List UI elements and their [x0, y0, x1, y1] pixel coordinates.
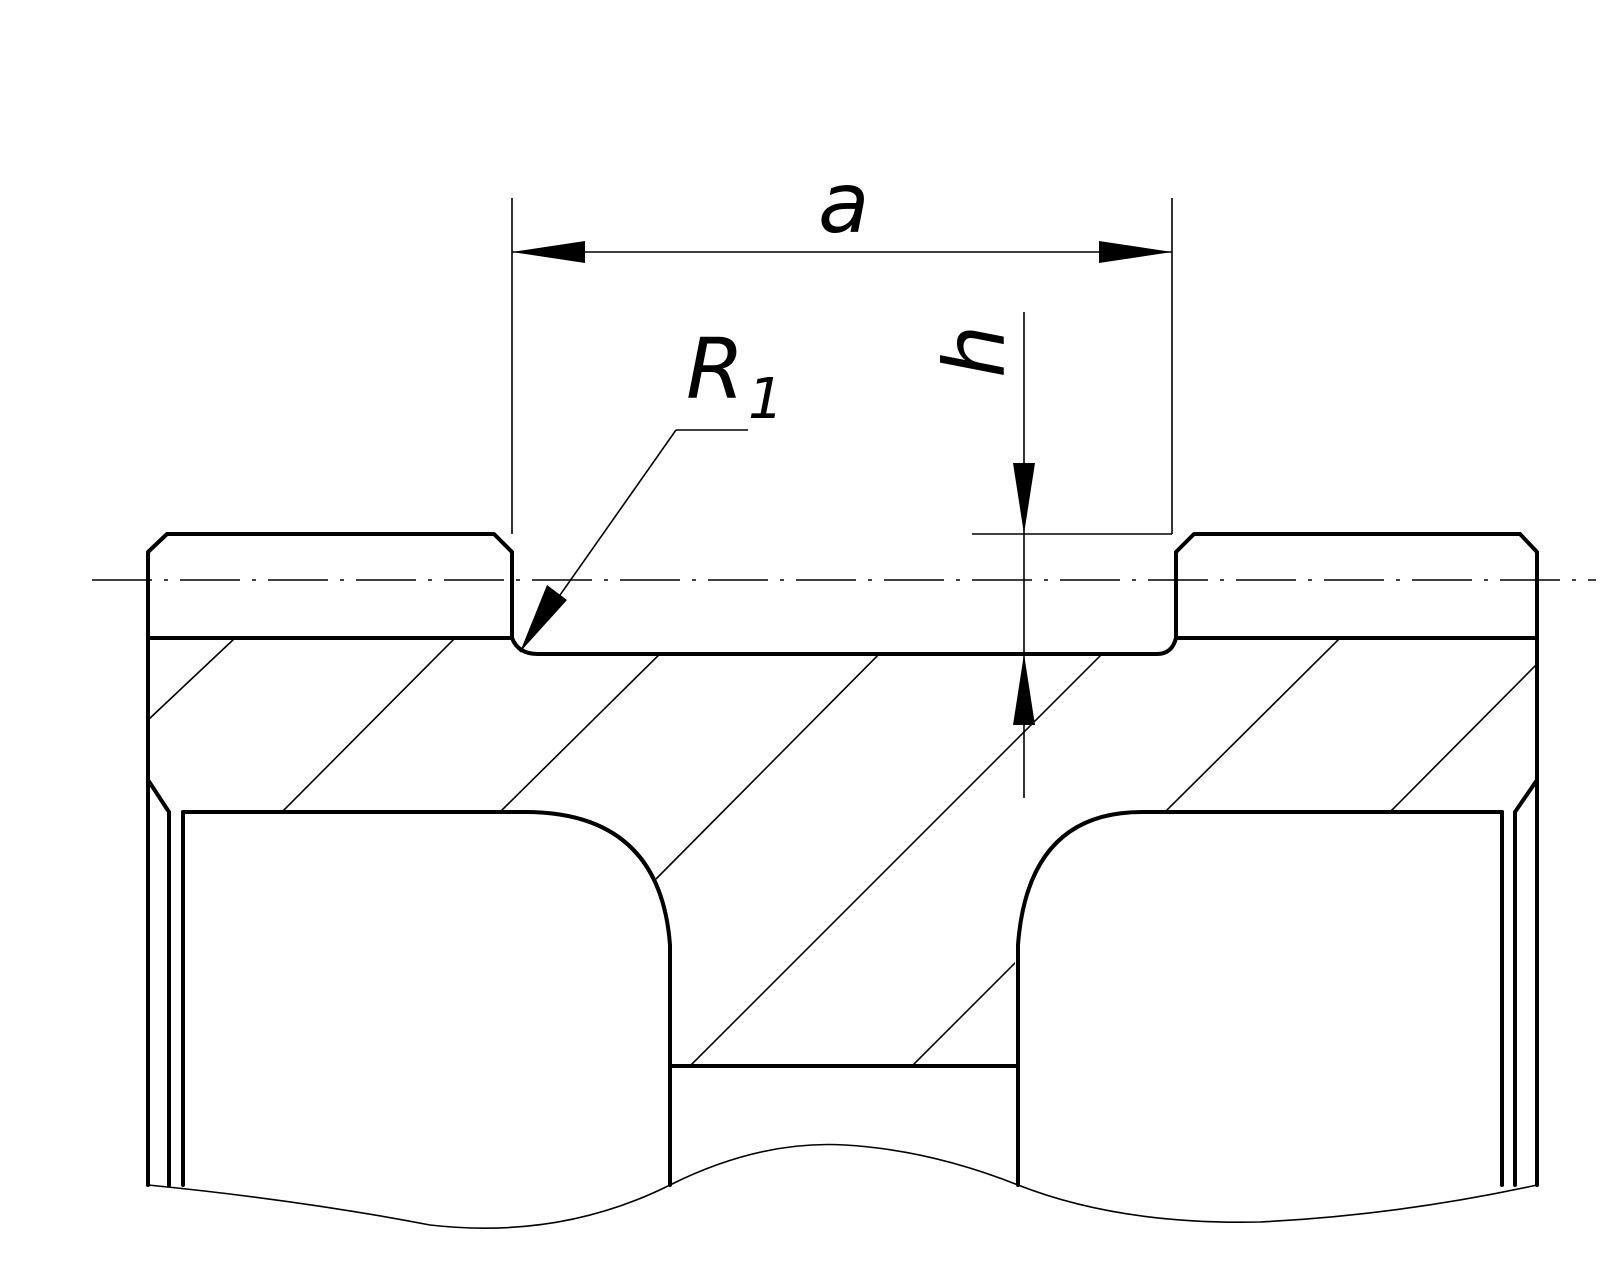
radius-label: R [686, 320, 744, 418]
radius-leader [519, 429, 748, 653]
dimension-h-label: h [926, 325, 1024, 378]
right-outer-wall [1513, 778, 1539, 1187]
section-hatching [148, 638, 1537, 1066]
dimension-a [511, 198, 1173, 534]
left-outer-wall [146, 636, 171, 1187]
dimension-a-label: a [818, 154, 869, 252]
radius-subscript: 1 [748, 367, 784, 432]
web-profile [181, 810, 672, 1187]
web-profile-right [1016, 810, 1504, 1187]
dimension-h [972, 312, 1172, 798]
break-line [147, 1143, 1538, 1229]
